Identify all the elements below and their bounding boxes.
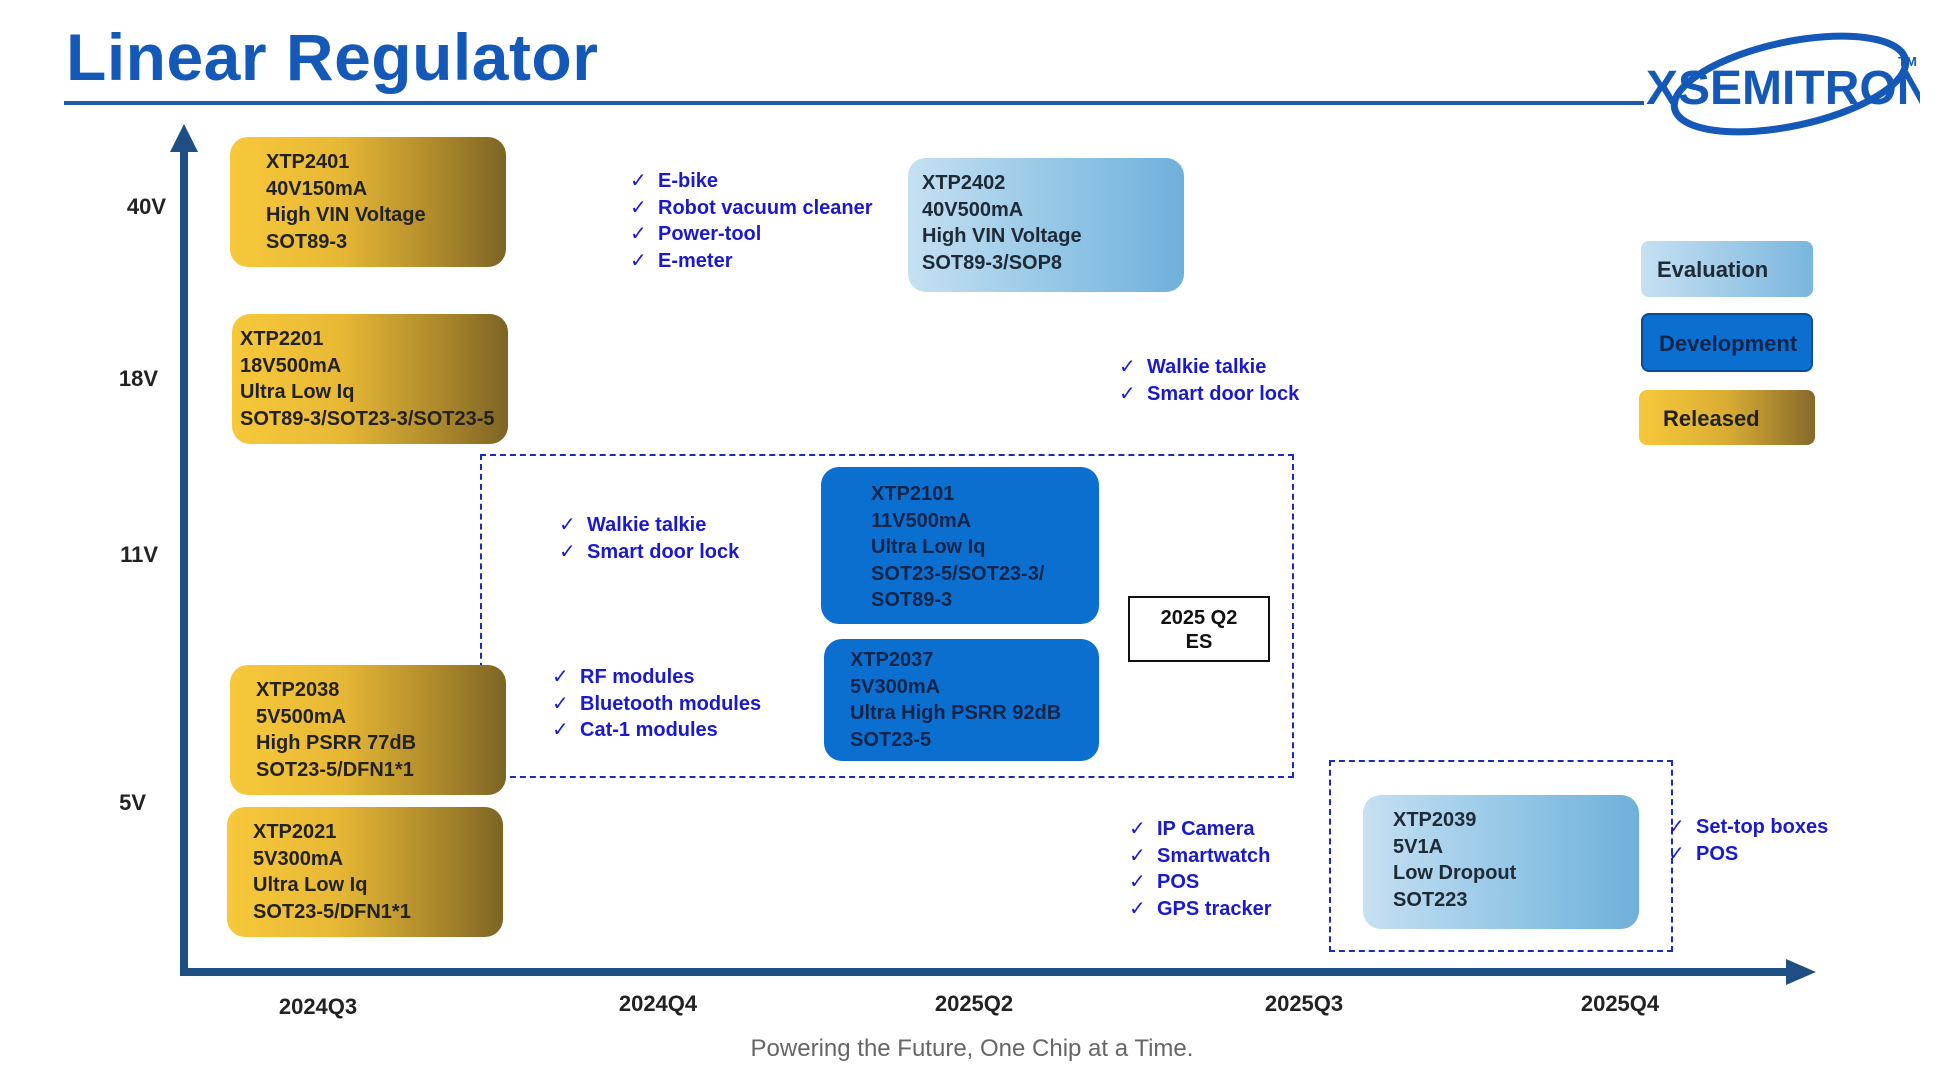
package: SOT23-5/SOT23-3/ <box>871 562 1045 585</box>
y-label-18v: 18V <box>118 366 158 391</box>
x-label-2024q4: 2024Q4 <box>618 991 698 1016</box>
feature: Low Dropout <box>1393 862 1517 884</box>
feature: Ultra Low Iq <box>871 536 986 558</box>
rating: 5V300mA <box>253 847 344 870</box>
feature: High VIN Voltage <box>922 225 1082 247</box>
part-number: XTP2401 <box>266 151 350 173</box>
es-badge: 2025 Q2 ES <box>1128 596 1270 662</box>
check-icon: ✓ <box>1668 816 1685 838</box>
check-icon: ✓ <box>552 666 569 688</box>
package: SOT89-3 <box>266 230 348 253</box>
es-badge-label: ES <box>1185 631 1213 653</box>
package: SOT89-3/SOP8 <box>922 251 1063 274</box>
rating: 5V500mA <box>256 705 347 728</box>
group-box-11v-5v <box>480 454 1294 778</box>
package: SOT223 <box>1393 888 1468 911</box>
check-icon: ✓ <box>630 249 647 272</box>
product-card-xtp2038: XTP2038 5V500mA High PSRR 77dB SOT23-5/D… <box>230 665 506 795</box>
es-badge-date: 2025 Q2 <box>1160 607 1238 629</box>
check-icon: ✓ <box>1668 842 1685 865</box>
feature: Ultra Low Iq <box>253 874 368 896</box>
feature: Ultra Low Iq <box>240 381 355 403</box>
check-icon: ✓ <box>630 196 647 219</box>
part-number: XTP2038 <box>256 679 340 701</box>
title-rule <box>64 101 1644 105</box>
product-card-xtp2037: XTP2037 5V300mA Ultra High PSRR 92dB SOT… <box>824 639 1099 761</box>
applications-xtp2401: ✓E-bike ✓Robot vacuum cleaner ✓Power-too… <box>630 168 873 274</box>
x-label-2025q3: 2025Q3 <box>1264 991 1344 1016</box>
xsemitron-logo: XSEMITRON TM <box>1646 32 1920 136</box>
logo-tm: TM <box>1898 54 1917 69</box>
applications-xtp2037: ✓RF modules ✓Bluetooth modules ✓Cat-1 mo… <box>552 664 761 744</box>
rating: 11V500mA <box>871 509 972 532</box>
rating: 40V150mA <box>266 177 368 200</box>
rating: 5V300mA <box>850 675 941 698</box>
rating: 5V1A <box>1393 835 1444 858</box>
package-cont: SOT89-3 <box>871 589 953 611</box>
feature: High PSRR 77dB <box>256 732 417 754</box>
check-icon: ✓ <box>1129 844 1146 867</box>
check-icon: ✓ <box>1129 897 1146 920</box>
part-number: XTP2021 <box>253 821 337 843</box>
y-label-40v: 40V <box>126 194 166 219</box>
check-icon: ✓ <box>559 540 576 563</box>
y-axis-arrow <box>170 124 198 152</box>
check-icon: ✓ <box>630 223 647 245</box>
product-card-xtp2021: XTP2021 5V300mA Ultra Low Iq SOT23-5/DFN… <box>227 807 503 937</box>
check-icon: ✓ <box>552 692 569 715</box>
legend-development: Development <box>1641 313 1813 372</box>
check-icon: ✓ <box>559 514 576 536</box>
feature: Ultra High PSRR 92dB <box>850 702 1062 724</box>
product-card-xtp2401: XTP2401 40V150mA High VIN Voltage SOT89-… <box>230 137 506 267</box>
product-card-xtp2402: XTP2402 40V500mA High VIN Voltage SOT89-… <box>908 158 1184 292</box>
x-label-2025q4: 2025Q4 <box>1580 991 1660 1016</box>
y-label-11v: 11V <box>120 542 158 567</box>
x-label-2025q2: 2025Q2 <box>934 991 1014 1016</box>
x-label-2024q3: 2024Q3 <box>278 994 358 1019</box>
applications-xtp2101: ✓Walkie talkie ✓Smart door lock <box>559 512 739 565</box>
footer-tagline: Powering the Future, One Chip at a Time. <box>750 1035 1194 1062</box>
check-icon: ✓ <box>1119 382 1136 405</box>
check-icon: ✓ <box>1129 871 1146 893</box>
rating: 18V500mA <box>240 354 342 377</box>
x-axis-arrow <box>1786 959 1816 985</box>
applications-xtp2201: ✓Walkie talkie ✓Smart door lock <box>1119 354 1299 407</box>
package: SOT23-5/DFN1*1 <box>256 758 414 781</box>
check-icon: ✓ <box>552 719 569 741</box>
page-title: Linear Regulator <box>66 20 599 94</box>
product-card-xtp2039: XTP2039 5V1A Low Dropout SOT223 <box>1363 795 1639 929</box>
legend-evaluation: Evaluation <box>1641 241 1813 297</box>
product-card-xtp2201: XTP2201 18V500mA Ultra Low Iq SOT89-3/SO… <box>232 314 508 444</box>
package: SOT89-3/SOT23-3/SOT23-5 <box>240 407 495 430</box>
part-number: XTP2201 <box>240 328 324 350</box>
check-icon: ✓ <box>1129 818 1146 840</box>
applications-xtp2021: ✓IP Camera ✓Smartwatch ✓POS ✓GPS tracker <box>1129 816 1272 922</box>
y-label-5v: 5V <box>119 790 146 815</box>
check-icon: ✓ <box>630 170 647 192</box>
check-icon: ✓ <box>1119 356 1136 378</box>
package: SOT23-5 <box>850 728 932 751</box>
feature: High VIN Voltage <box>266 204 426 226</box>
applications-xtp2039: ✓Set-top boxes ✓POS <box>1668 814 1828 867</box>
part-number: XTP2402 <box>922 172 1006 194</box>
product-card-xtp2101: XTP2101 11V500mA Ultra Low Iq SOT23-5/SO… <box>821 467 1099 624</box>
group-box-xtp2039 <box>1329 760 1673 952</box>
part-number: XTP2037 <box>850 649 934 671</box>
logo-wordmark: XSEMITRON <box>1646 62 1920 115</box>
part-number: XTP2101 <box>871 483 955 505</box>
part-number: XTP2039 <box>1393 809 1477 831</box>
package: SOT23-5/DFN1*1 <box>253 900 411 923</box>
rating: 40V500mA <box>922 198 1024 221</box>
legend-released: Released <box>1639 390 1815 445</box>
